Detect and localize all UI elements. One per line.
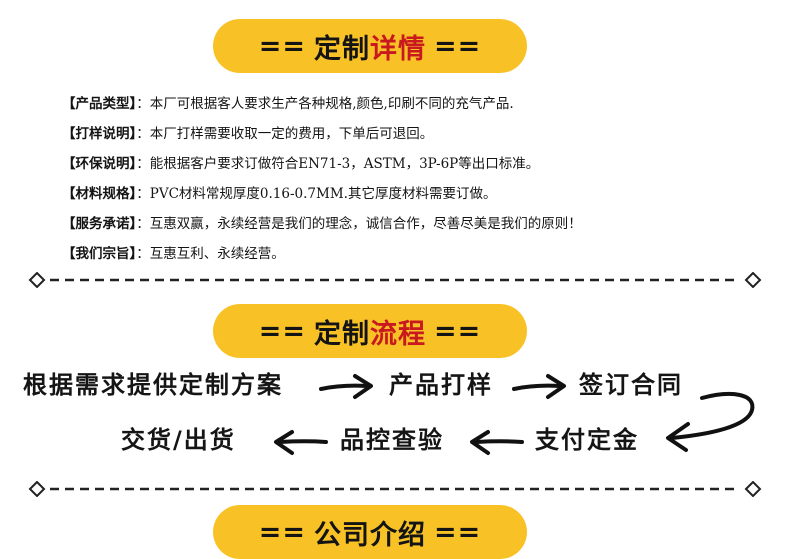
detail-item: 【服务承诺】：互惠双赢，永续经营是我们的理念，诚信合作，尽善尽美是我们的原则！ (62, 215, 752, 245)
detail-separator: ： (136, 246, 150, 262)
detail-text: 互惠互利、永续经营。 (149, 246, 285, 262)
title-text: 定制 (314, 318, 370, 350)
detail-item: 【产品类型】：本厂可根据客人要求生产各种规格,颜色,印刷不同的充气产品. (62, 95, 752, 125)
curved-arrow-icon (666, 392, 755, 452)
process-step-delivery: 交货/出货 (121, 426, 236, 454)
diamond-icon (744, 481, 762, 497)
detail-label: 【服务承诺】 (62, 216, 137, 232)
arrow-right-icon (512, 374, 566, 399)
process-step-contract: 签订合同 (579, 371, 683, 399)
process-step-plan: 根据需求提供定制方案 (23, 371, 283, 399)
process-step-sample: 产品打样 (389, 371, 493, 399)
detail-label: 【产品类型】 (62, 96, 137, 112)
section-title-company: == 公司介绍 == (213, 505, 527, 559)
detail-label: 【环保说明】 (62, 156, 137, 172)
detail-item: 【我们宗旨】：互惠互利、永续经营。 (62, 245, 752, 275)
arrow-left-icon (274, 430, 328, 455)
detail-separator: ： (136, 186, 150, 202)
diamond-icon (28, 272, 46, 288)
diamond-icon (744, 272, 762, 288)
title-decoration-left: == (258, 30, 306, 62)
title-decoration-left: == (258, 315, 306, 347)
title-decoration-left: == (258, 516, 306, 548)
detail-text: PVC材料常规厚度0.16-0.7MM.其它厚度材料需要订做。 (149, 186, 497, 202)
dashed-divider (28, 272, 762, 288)
diamond-icon (28, 481, 46, 497)
detail-text: 本厂打样需要收取一定的费用，下单后可退回。 (149, 126, 434, 142)
detail-item: 【打样说明】：本厂打样需要收取一定的费用，下单后可退回。 (62, 125, 752, 155)
detail-separator: ： (136, 216, 150, 232)
detail-text: 能根据客户要求订做符合EN71-3，ASTM，3P-6P等出口标准。 (149, 156, 540, 172)
detail-item: 【环保说明】：能根据客户要求订做符合EN71-3，ASTM，3P-6P等出口标准… (62, 155, 752, 185)
process-step-qc: 品控查验 (340, 426, 444, 454)
detail-item: 【材料规格】：PVC材料常规厚度0.16-0.7MM.其它厚度材料需要订做。 (62, 185, 752, 215)
detail-text: 本厂可根据客人要求生产各种规格,颜色,印刷不同的充气产品. (149, 96, 514, 112)
dashed-divider (28, 481, 762, 497)
arrow-left-icon (470, 430, 524, 455)
detail-separator: ： (136, 96, 150, 112)
process-step-deposit: 支付定金 (535, 426, 639, 454)
title-decoration-right: == (434, 315, 482, 347)
detail-separator: ： (136, 126, 150, 142)
title-highlight: 详情 (370, 33, 426, 65)
title-decoration-right: == (434, 30, 482, 62)
detail-text: 互惠双赢，永续经营是我们的理念，诚信合作，尽善尽美是我们的原则！ (149, 216, 582, 232)
detail-separator: ： (136, 156, 150, 172)
section-title-details: == 定制详情 == (213, 19, 527, 73)
title-text: 公司介绍 (314, 519, 426, 551)
detail-label: 【我们宗旨】 (62, 246, 137, 262)
arrow-right-icon (319, 374, 373, 399)
detail-label: 【材料规格】 (62, 186, 137, 202)
detail-label: 【打样说明】 (62, 126, 137, 142)
details-list: 【产品类型】：本厂可根据客人要求生产各种规格,颜色,印刷不同的充气产品. 【打样… (62, 95, 752, 275)
title-decoration-right: == (434, 516, 482, 548)
title-highlight: 流程 (370, 318, 426, 350)
section-title-process: == 定制流程 == (213, 304, 527, 358)
title-text: 定制 (314, 33, 370, 65)
